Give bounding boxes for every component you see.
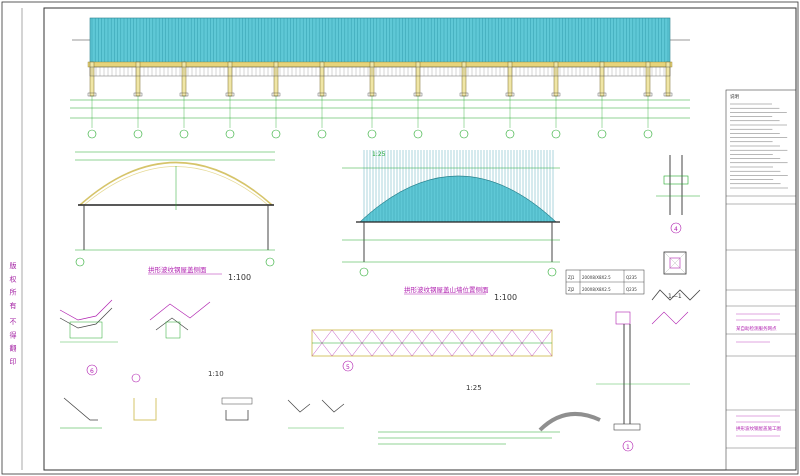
table-row2-grade: Q235: [626, 287, 637, 292]
table-row1-spec: 200X8/X8X2.5: [582, 275, 611, 280]
drawing-name: 拱形波纹钢屋盖施工图: [736, 425, 781, 432]
table-row1-tag: ZJ1: [568, 275, 575, 280]
end-arch-fill: [359, 175, 557, 223]
node-b-scale: 1:10: [208, 370, 224, 378]
end-view-scale: 1:100: [494, 293, 517, 302]
callout-d: 5: [346, 364, 350, 371]
table-row1-grade: Q235: [626, 275, 637, 280]
node-detail-b: 1:10: [149, 301, 224, 378]
eave-beam: [87, 61, 673, 68]
notes-lines: [378, 431, 560, 445]
column-node-detail: 4: [656, 155, 700, 234]
front-elevation: [70, 17, 690, 139]
roof-ribs: [91, 18, 669, 62]
no-reprint-note: 不 得 翻 印: [9, 318, 17, 367]
callout-b: 4: [674, 226, 678, 233]
notes-heading: 说明: [730, 93, 739, 100]
side-view-title: 拱形波纹钢屋盖侧面: [148, 265, 207, 274]
axis-bubbles: [87, 96, 653, 139]
section-label: 1—1: [668, 293, 682, 300]
table-row2-tag: ZJ2: [568, 287, 575, 292]
gutter-arc: [538, 412, 601, 432]
plan-scale: 1:25: [466, 384, 482, 392]
plan-truss: 5: [311, 329, 553, 372]
notes-text-lines: [730, 103, 788, 189]
callout-e: 1: [626, 444, 630, 451]
lattice-infill: [91, 67, 665, 76]
section-1-1: 1—1: [651, 289, 701, 301]
material-table: ZJ1 200X8/X8X2.5 Q235 ZJ2 200X8/X8X2.5 Q…: [565, 269, 645, 295]
side-arch: [79, 161, 273, 206]
side-view-scale: 1:100: [228, 273, 251, 282]
base-plate-detail: [663, 251, 687, 275]
title-block: 说明 某自助检测服务网点 拱形波纹钢屋盖施工图: [725, 89, 797, 471]
node-detail-a: 6: [59, 299, 118, 376]
end-view-title: 拱形波纹钢屋盖山墙位置侧面: [404, 285, 489, 294]
end-arch-ribs: [363, 150, 554, 222]
copyright-note: 版 权 所 有: [9, 262, 17, 311]
table-row2-spec: 200X8/X8X2.5: [582, 287, 611, 292]
project-name: 某自助检测服务网点: [736, 325, 777, 332]
small-details: [60, 373, 345, 429]
end-arch-view: [342, 150, 560, 277]
column-base-detail: 1: [596, 311, 690, 452]
side-arch-view: [75, 151, 275, 267]
callout-a: 6: [90, 368, 94, 375]
